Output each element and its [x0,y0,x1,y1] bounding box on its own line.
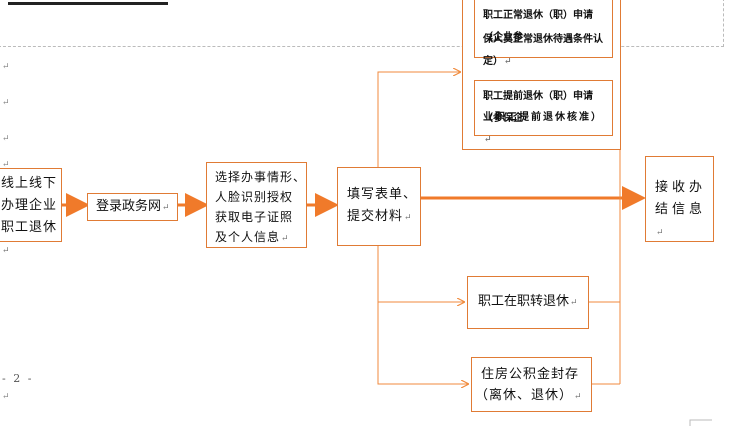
return-mark: ↵ [162,203,170,213]
node-fund: 住房公积金封存 （离休、退休）↵ [471,357,592,412]
node-early-retire-line1: 职工提前退休（职）申请（参保企 [483,91,593,124]
node-fund-line1: 住房公积金封存 [481,367,580,382]
node-login: 登录政务网↵ [87,193,178,221]
node-transfer-label: 职工在职转退休 [478,294,570,309]
node-login-label: 登录政务网 [96,199,162,214]
node-select-line3: 获取电子证照 [215,210,294,224]
node-fill-line1: 填写表单、 [347,187,418,202]
return-mark: ↵ [656,228,668,238]
node-start-line2: 办理企业 [1,198,58,213]
node-select-line2: 人脸识别授权 [215,190,294,204]
node-transfer: 职工在职转退休↵ [467,276,589,329]
paragraph-mark: ↵ [2,160,10,170]
node-select-line1: 选择办事情形、 [215,170,307,184]
paragraph-mark: ↵ [2,392,10,402]
node-select: 选择办事情形、 人脸识别授权 获取电子证照 及个人信息↵ [206,162,307,248]
return-mark: ↵ [404,213,413,223]
return-mark: ↵ [2,246,11,256]
return-mark: ↵ [574,392,583,402]
return-mark: ↵ [484,135,494,145]
node-fill: 填写表单、 提交材料↵ [337,167,421,246]
return-mark: ↵ [570,298,578,308]
node-normal-retire-line1: 职工正常退休（职）申请（企业参 [483,10,593,43]
branch-down [377,246,468,384]
node-early-retire-line2: 业职工提前退休核准） [483,112,603,123]
node-fill-line2: 提交材料 [347,209,404,224]
branch-up [377,72,460,167]
node-start-line1: 线上线下 [1,176,58,191]
node-receive: 接收办 结信息 ↵ [645,156,714,242]
node-start-line3: 职工退休 [1,220,58,235]
node-receive-line2: 结信息 [655,202,707,217]
node-receive-line1: 接收办 [655,180,707,195]
node-early-retire: 职工提前退休（职）申请（参保企 业职工提前退休核准） ↵ [474,80,613,145]
page-corner-mark [689,419,712,426]
header-text-fragment [8,0,168,5]
return-mark: ↵ [504,57,512,67]
node-normal-retire: 职工正常退休（职）申请（企业参 保人员正常退休待遇条件认定）↵ [474,0,613,67]
return-mark: ↵ [281,234,290,244]
paragraph-mark: ↵ [2,62,10,72]
page-number: - 2 - [2,372,34,385]
header-dashed-border [0,0,724,47]
node-fund-line2: （离休、退休） [475,388,574,403]
paragraph-mark: ↵ [2,134,10,144]
node-select-line4: 及个人信息 [215,230,281,244]
node-start: 线上线下 办理企业 职工退休 ↵ [0,168,62,256]
node-normal-retire-line2: 保人员正常退休待遇条件认定） [483,34,603,67]
paragraph-mark: ↵ [2,98,10,108]
